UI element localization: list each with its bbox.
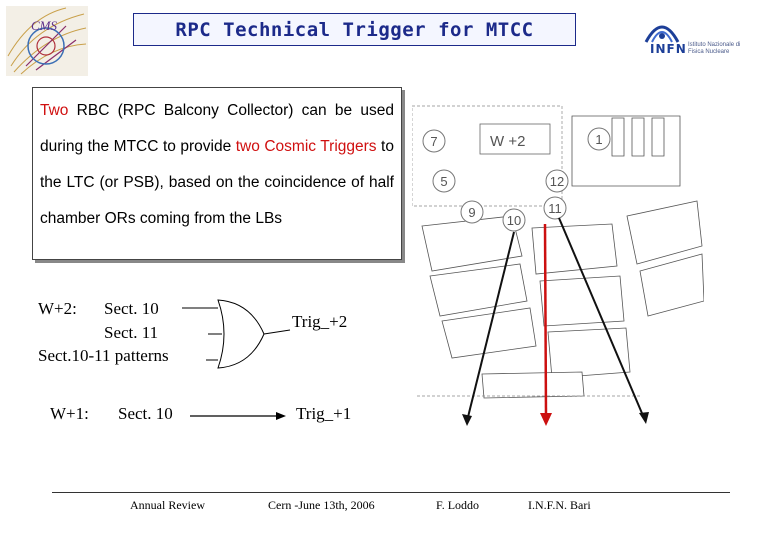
page-title: RPC Technical Trigger for MTCC [175, 18, 534, 41]
arrowhead-icon [276, 412, 286, 420]
chamber-sector-middle [531, 223, 618, 275]
sector-label: 10 [507, 213, 521, 228]
infn-logo: INFN Istituto Nazionale di Fisica Nuclea… [640, 12, 750, 72]
trigger-plus1-label: Trig_+1 [296, 404, 352, 423]
infn-logo-text: INFN [650, 42, 687, 56]
intro-text-box: Two RBC (RPC Balcony Collector) can be u… [32, 87, 402, 260]
intro-highlight-triggers: two Cosmic Triggers [235, 138, 377, 155]
chamber-strip [631, 117, 645, 157]
w2-sector10-label: Sect. 10 [104, 299, 159, 318]
chamber-strip [651, 117, 665, 157]
sector-label: 11 [548, 201, 562, 216]
detector-sector-diagram: W +2 7 1 5 12 9 10 11 [412, 96, 704, 438]
w2-sector11-label: Sect. 11 [104, 323, 159, 342]
title-box: RPC Technical Trigger for MTCC [133, 13, 576, 46]
or-gate-shape [217, 299, 265, 369]
or-output-line [263, 329, 291, 335]
chamber-sector-middle [539, 275, 625, 327]
intro-paragraph: Two RBC (RPC Balcony Collector) can be u… [40, 93, 394, 237]
infn-emblem-icon [644, 25, 680, 43]
sector-label: 1 [595, 132, 602, 147]
cms-logo-text: CMS [31, 18, 58, 33]
arrowhead-icon [540, 413, 552, 426]
black-track-arrow [466, 231, 515, 422]
cms-logo: CMS [6, 6, 88, 76]
chamber-sector-bottom [481, 371, 585, 399]
intro-highlight-two: Two [40, 102, 69, 119]
chamber-sector-middle [547, 327, 631, 379]
sector-label: 7 [430, 134, 437, 149]
chamber-strip [611, 117, 625, 157]
w2-patterns-label: Sect.10-11 patterns [38, 346, 169, 365]
wheel-plus1-label: W+1: [50, 404, 89, 423]
chamber-sector-left [421, 215, 523, 272]
wheel-label: W +2 [490, 133, 525, 150]
footer-institution: I.N.F.N. Bari [528, 498, 591, 512]
arrowhead-icon [639, 412, 649, 424]
infn-logo-subtext: Istituto Nazionale di Fisica Nucleare [688, 42, 741, 55]
w1-sector10-label: Sect. 10 [118, 404, 173, 423]
chamber-sector-right [626, 200, 703, 265]
footer-event: Annual Review [130, 498, 205, 512]
or-logic-diagram [182, 299, 291, 420]
intro-text-part: to the LTC (or PSB), based on the coinci… [40, 138, 394, 227]
chamber-sector-right [639, 253, 704, 317]
sector-label: 5 [440, 174, 447, 189]
arrowhead-icon [462, 414, 472, 426]
sector-label: 12 [550, 174, 564, 189]
footer-author: F. Loddo [436, 498, 480, 512]
red-trigger-arrow [543, 223, 548, 417]
footer-divider [52, 492, 730, 493]
trigger-plus2-label: Trig_+2 [292, 312, 348, 331]
sector-label: 9 [468, 205, 475, 220]
black-track-arrow [558, 217, 645, 419]
wheel-plus2-label: W+2: [38, 299, 77, 318]
footer-date: Cern -June 13th, 2006 [268, 498, 375, 512]
intro-text-part: RBC (RPC Balcony Collector) can be used … [40, 102, 394, 155]
